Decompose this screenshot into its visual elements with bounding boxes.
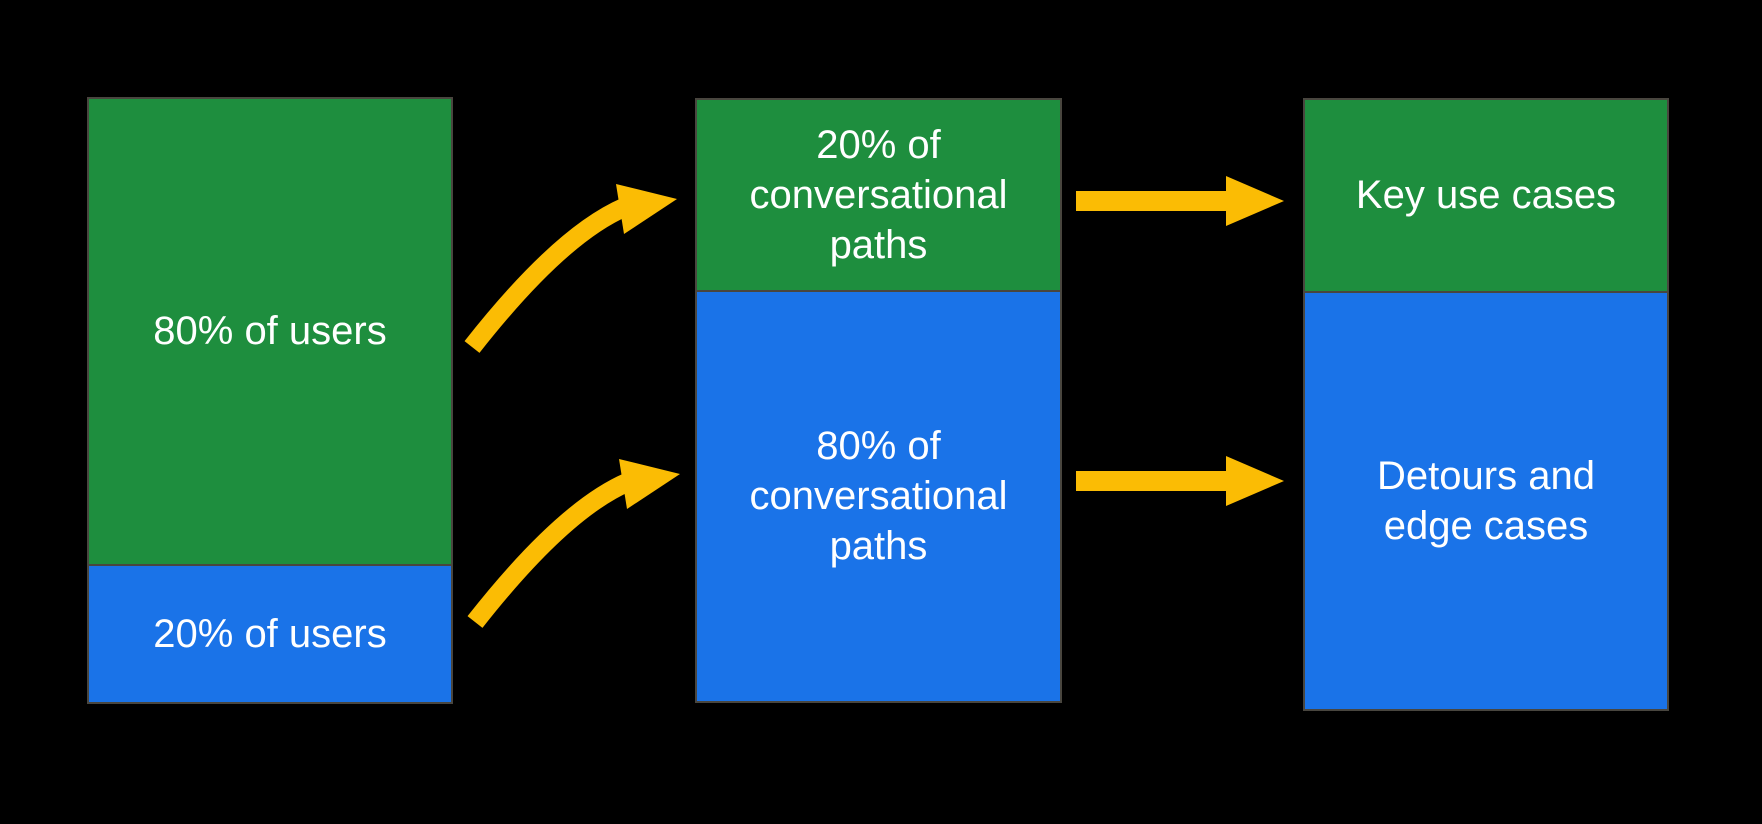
curved-arrow-bottom-head — [619, 459, 680, 509]
segment-outcomes-blue: Detours and edge cases — [1305, 292, 1667, 709]
segment-paths-blue-label: 80% of conversational paths — [749, 424, 1008, 569]
segment-users-green-label: 80% of users — [153, 309, 387, 354]
bar-users: 80% of users 20% of users — [87, 97, 453, 704]
segment-outcomes-green: Key use cases — [1305, 100, 1667, 291]
segment-users-blue: 20% of users — [89, 565, 451, 702]
segment-paths-green-label: 20% of conversational paths — [749, 122, 1008, 267]
straight-arrow-bottom-shaft — [1076, 471, 1228, 491]
straight-arrow-top-shaft — [1076, 191, 1228, 211]
curved-arrow-top-head — [616, 184, 677, 234]
curved-arrow-bottom-shaft — [467, 473, 632, 628]
curved-arrow-bottom-icon — [467, 459, 680, 628]
segment-outcomes-blue-label: Detours and edge cases — [1377, 453, 1595, 548]
segment-paths-blue: 80% of conversational paths — [697, 291, 1060, 701]
straight-arrow-top-icon — [1076, 176, 1284, 226]
segment-paths-green: 20% of conversational paths — [697, 100, 1060, 290]
bar-outcomes: Key use cases Detours and edge cases — [1303, 98, 1669, 711]
straight-arrow-bottom-head — [1226, 456, 1284, 506]
straight-arrow-top-head — [1226, 176, 1284, 226]
curved-arrow-top-icon — [464, 184, 677, 353]
segment-outcomes-green-label: Key use cases — [1355, 173, 1617, 218]
curved-arrow-top-shaft — [464, 198, 629, 353]
segment-users-green: 80% of users — [89, 99, 451, 564]
segment-users-blue-label: 20% of users — [153, 611, 387, 656]
straight-arrow-bottom-icon — [1076, 456, 1284, 506]
bar-conversational-paths: 20% of conversational paths 80% of conve… — [695, 98, 1062, 703]
